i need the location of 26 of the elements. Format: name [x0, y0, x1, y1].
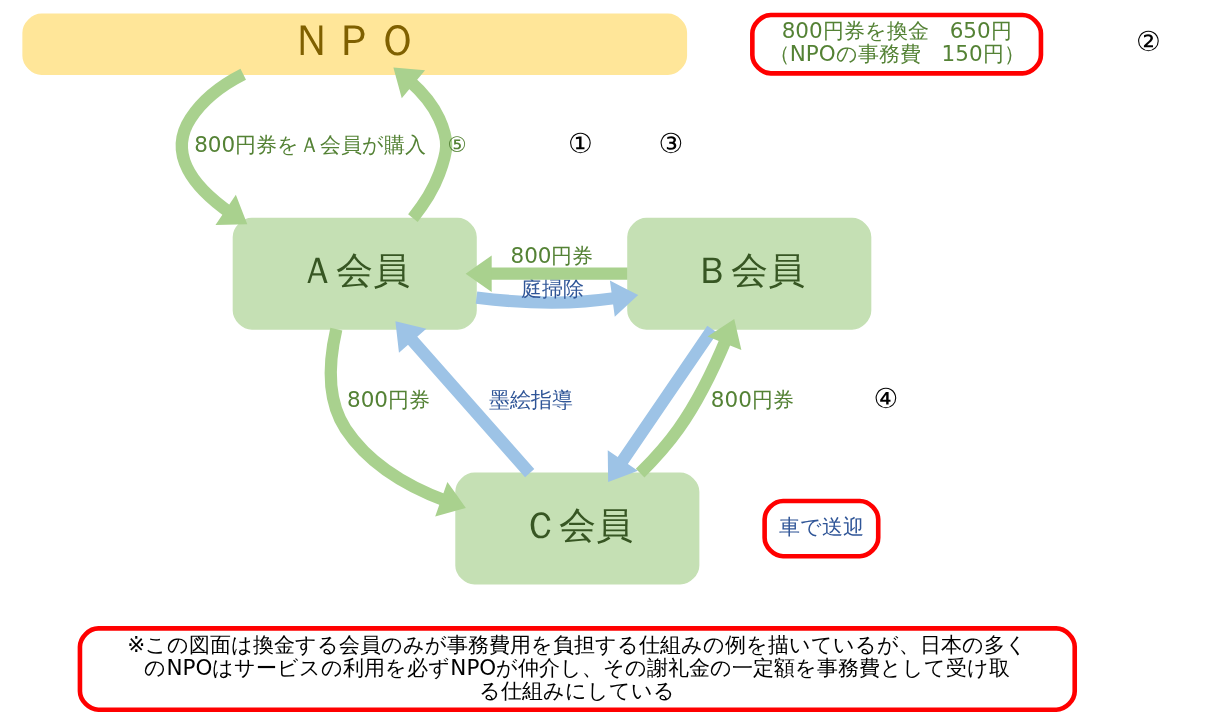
edge-label: 800円券 — [710, 386, 794, 412]
label: ③ — [658, 127, 683, 161]
edge-label: 墨絵指導 — [488, 386, 573, 412]
edge-label: 800円券 — [509, 243, 594, 269]
arrow — [394, 321, 534, 478]
node-box: Ａ会員 — [232, 217, 477, 330]
arrow — [465, 255, 627, 292]
node-box: ※この図面は換金する会員のみが事務費用を負担する仕組みの例を描いているが、日本の多くのNPOはサービスの利用を必ずNPOが仲介し、その謝礼金の一定額を事務費として受け取る仕組みにしている — [77, 626, 1077, 712]
label: ① — [567, 127, 593, 161]
edge-label: 庭掃除 — [520, 275, 583, 301]
edge-label: 800円券をＡ会員が購入 — [193, 131, 426, 157]
arrow — [175, 68, 247, 225]
arrow — [607, 325, 717, 482]
arrow — [635, 319, 741, 478]
label: ② — [1135, 24, 1161, 58]
arrow — [392, 67, 452, 222]
node-box: 車で送迎 — [761, 498, 881, 559]
node-box: ＮＰＯ — [21, 13, 687, 75]
arrow — [475, 280, 638, 317]
edge-label: ⑤ — [446, 131, 466, 157]
edge-label: 800円券 — [346, 386, 430, 412]
node-box: 800円券を換金 650円 （NPOの事務費 150円） — [749, 12, 1043, 76]
arrow — [324, 327, 466, 517]
node-box: Ｂ会員 — [626, 217, 871, 330]
node-box: Ｃ会員 — [454, 472, 699, 585]
label: ④ — [873, 381, 898, 415]
